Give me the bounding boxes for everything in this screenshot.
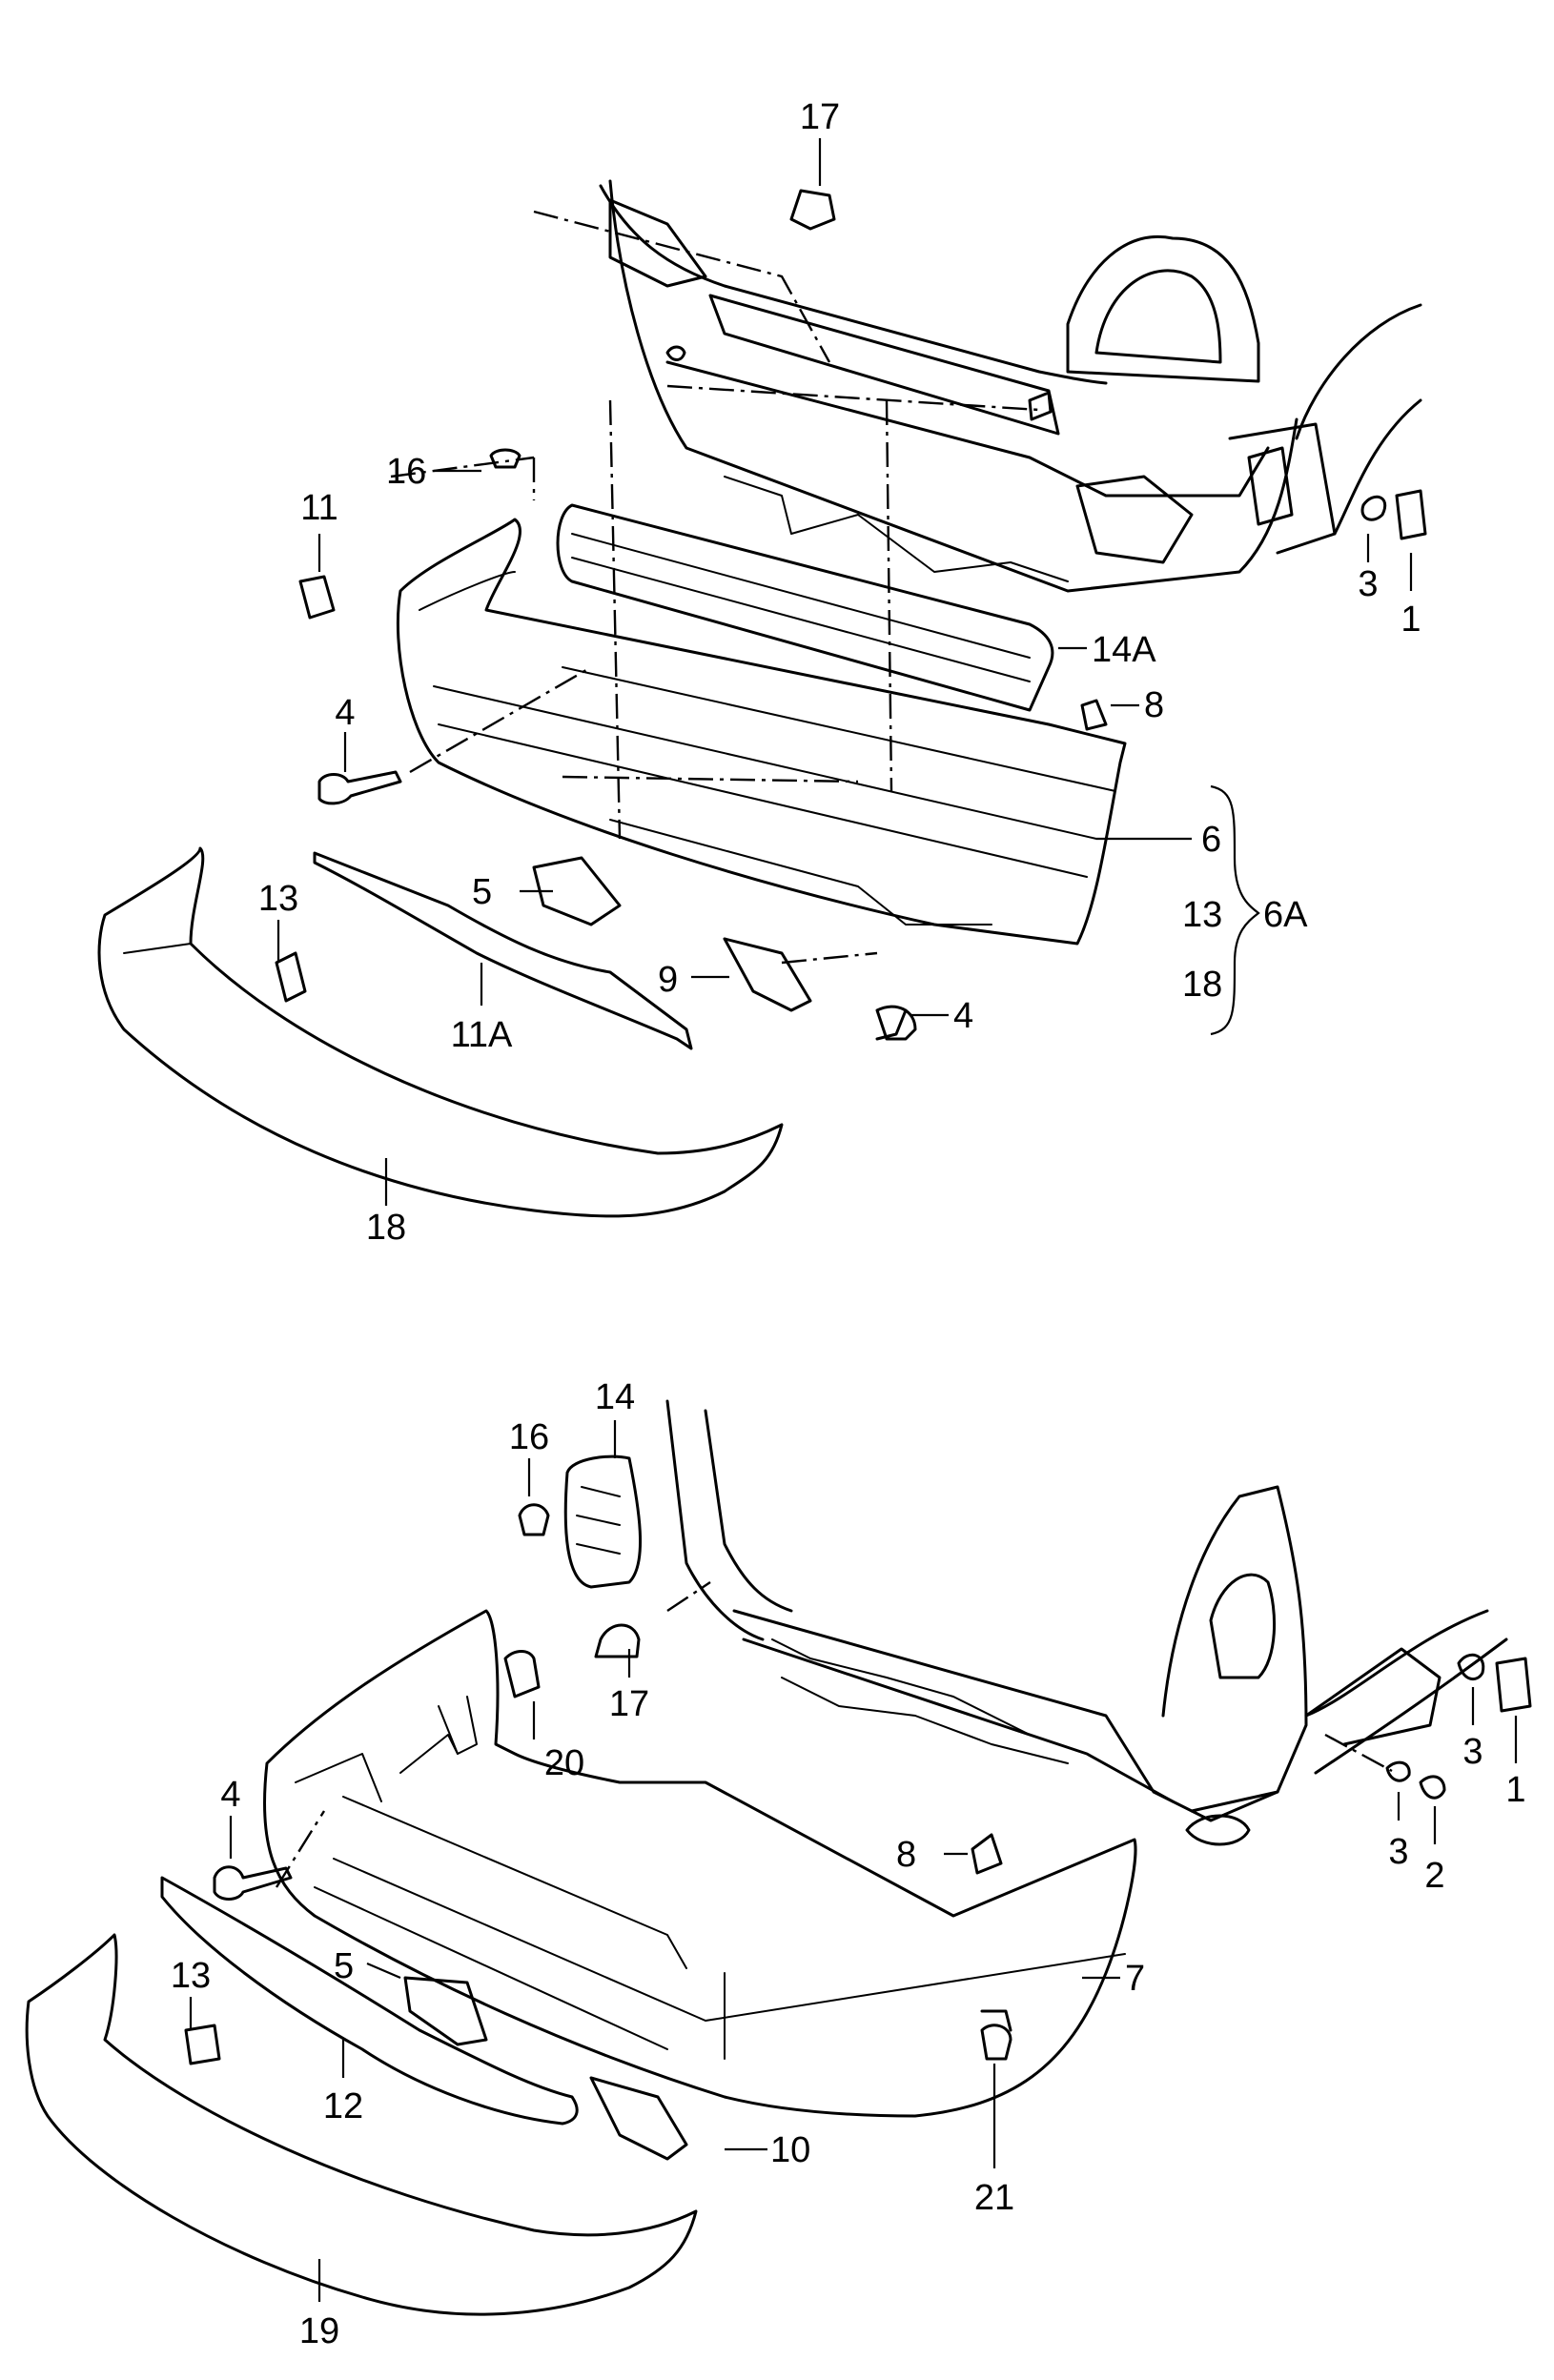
callout-6A: 6A [1263, 895, 1308, 935]
callout-7: 7 [1125, 1959, 1145, 1999]
callout-8: 8 [896, 1835, 916, 1875]
callout-11A: 11A [451, 1015, 513, 1055]
callout-1: 1 [1401, 600, 1421, 640]
callout-5: 5 [334, 1946, 354, 1986]
callout-13: 13 [1182, 895, 1222, 935]
lower-bumper-cover [263, 1609, 1137, 2118]
callout-17: 17 [800, 97, 840, 137]
callout-2: 2 [1424, 1856, 1444, 1896]
upper-bumper-cover [396, 518, 1127, 946]
lower-trim-strip-12 [160, 1876, 579, 2126]
callout-12: 12 [323, 2086, 363, 2126]
lower-bracket-14 [563, 1454, 643, 1589]
callout-13: 13 [171, 1956, 211, 1996]
callout-8: 8 [1144, 685, 1164, 725]
callout-11: 11 [300, 488, 337, 528]
callout-4-lower: 4 [953, 996, 973, 1036]
callout-14: 14 [595, 1377, 635, 1417]
callout-16: 16 [509, 1417, 549, 1457]
callout-1: 1 [1505, 1770, 1525, 1810]
callout-20: 20 [544, 1743, 584, 1783]
lower-spoiler-19 [25, 1933, 698, 2316]
lower-assembly-lines [275, 1581, 1393, 1888]
callout-17: 17 [609, 1684, 649, 1724]
lower-rear-body-panel [665, 1399, 1508, 1846]
lower-labels: 14 16 17 20 4 8 13 5 12 7 10 21 19 3 1 3… [171, 1377, 1526, 2351]
callout-4: 4 [335, 693, 355, 733]
callout-5: 5 [472, 872, 492, 912]
upper-trim-strip-11A [313, 851, 693, 1050]
upper-labels: 17 16 11 14A 8 4 6 13 6A 18 5 9 11A 4 13… [258, 97, 1421, 1248]
callout-3-right: 3 [1462, 1732, 1482, 1772]
lower-small-parts [184, 1503, 1532, 2161]
upper-rear-body-panel [599, 179, 1422, 593]
callout-19: 19 [299, 2311, 339, 2351]
upper-spoiler-18 [97, 846, 784, 1218]
callout-16: 16 [386, 452, 426, 492]
callout-6: 6 [1201, 820, 1221, 860]
callout-9: 9 [658, 960, 678, 1000]
callout-10: 10 [770, 2130, 810, 2170]
callout-3: 3 [1358, 564, 1378, 604]
callout-21: 21 [974, 2178, 1014, 2218]
callout-13-left: 13 [258, 879, 298, 919]
upper-small-parts [275, 189, 1427, 1041]
lower-leaders [189, 1420, 1518, 2302]
upper-leaders [276, 138, 1413, 1206]
callout-4: 4 [220, 1775, 240, 1815]
callout-14A: 14A [1092, 630, 1156, 670]
upper-assembly-lines [390, 210, 1040, 965]
callout-18: 18 [1182, 965, 1222, 1005]
callout-18-bottom: 18 [366, 1208, 406, 1248]
callout-3-lower: 3 [1388, 1832, 1408, 1872]
upper-impact-absorber-14A [556, 503, 1054, 712]
